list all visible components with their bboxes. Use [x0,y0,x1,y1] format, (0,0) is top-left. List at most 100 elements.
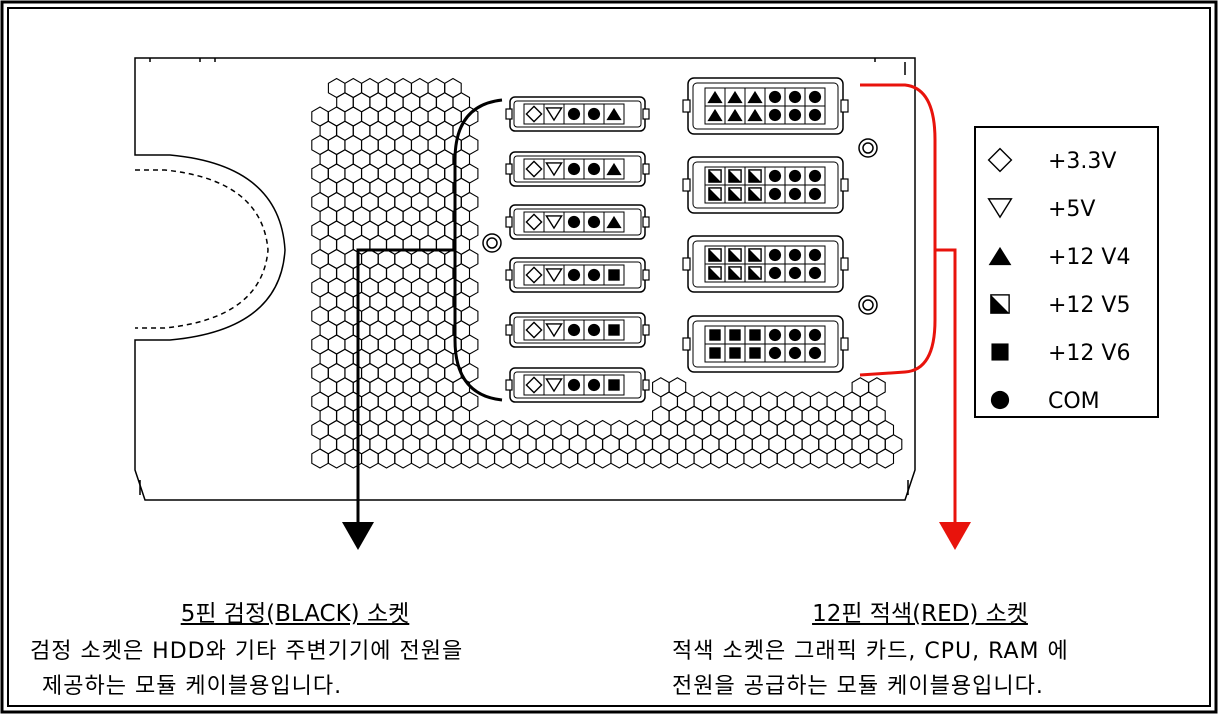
black-socket-desc-line1: 검정 소켓은 HDD와 기타 주변기기에 전원을 [30,639,464,664]
pin-square [608,269,620,281]
pin-circle [567,323,581,337]
pin-tri-down [545,268,563,283]
pin-square [749,329,761,341]
twelve-pin-sockets [682,77,849,373]
pin-circle [990,390,1010,410]
pin-half [748,266,762,280]
pin-diamond [987,147,1013,173]
pin-circle [808,169,822,183]
pin-half [728,248,742,262]
pin-half [748,187,762,201]
legend-label: +5V [1048,197,1095,222]
pin-diamond [525,160,543,178]
pin-circle [788,108,802,122]
circle-filled-icon [990,390,1010,410]
pin-circle [808,266,822,280]
pin-tri-up [747,108,763,122]
pin-circle [768,108,782,122]
legend-item: COM [990,389,1100,414]
five-pin-socket [505,204,650,240]
pin-half [708,169,722,183]
legend-item: +12 V4 [988,245,1130,270]
legend-item: +12 V6 [991,341,1130,366]
pin-square [709,347,721,359]
pin-half [708,266,722,280]
pin-half [708,248,722,262]
pin-diamond [525,266,543,284]
pin-circle [788,346,802,360]
pin-circle [567,107,581,121]
pin-circle [788,187,802,201]
mounting-hole [482,233,502,253]
pin-circle [768,266,782,280]
pin-tri-up [606,162,622,176]
pin-circle [587,378,601,392]
legend-label: +12 V4 [1048,245,1130,270]
twelve-pin-socket [682,156,849,214]
honeycomb-vent [311,77,903,469]
pin-square [729,329,741,341]
red-arrowhead [939,522,971,550]
legend-item: +12 V5 [990,293,1130,318]
pin-tri-up [606,215,622,229]
legend-label: +12 V6 [1048,341,1130,366]
black-arrowhead [342,522,374,550]
mounting-hole [858,295,878,315]
legend-label: +3.3V [1048,149,1116,174]
pin-circle [808,108,822,122]
five-pin-socket [505,257,650,293]
pin-circle [788,169,802,183]
pin-tri-down [545,215,563,230]
pin-half [728,266,742,280]
pin-circle [768,90,782,104]
legend-box [974,126,1159,418]
pin-tri-down [987,198,1013,219]
square-filled-icon [991,343,1009,361]
triangle-up-filled-icon [988,246,1012,266]
pin-half [728,187,742,201]
pin-circle [768,248,782,262]
pin-square [709,329,721,341]
legend: +3.3V +5V +12 V4 +12 V5 +12 V6 COM [974,126,1159,418]
pin-circle [788,248,802,262]
pin-half [708,187,722,201]
pin-circle [788,90,802,104]
pin-circle [808,90,822,104]
pin-half [748,248,762,262]
triangle-down-outline-icon [987,198,1013,219]
pin-tri-up [747,90,763,104]
red-socket-desc-line1: 적색 소켓은 그래픽 카드, CPU, RAM 에 [672,639,1069,664]
pin-tri-down [545,107,563,122]
pin-circle [808,328,822,342]
five-pin-socket [505,367,650,403]
black-group-pointer [356,98,503,525]
five-pin-sockets [505,96,650,403]
pin-half [748,169,762,183]
pin-half [728,169,742,183]
five-pin-socket [505,96,650,132]
pin-tri-up [707,90,723,104]
pin-circle [808,248,822,262]
pin-tri-down [545,378,563,393]
pin-circle [768,328,782,342]
inner-border [7,7,1211,707]
pin-circle [587,268,601,282]
pin-diamond [525,213,543,231]
pin-circle [567,378,581,392]
pin-circle [587,162,601,176]
pin-tri-up [606,107,622,121]
legend-item: +3.3V [987,147,1116,174]
pin-diamond [525,321,543,339]
pin-tri-up [727,108,743,122]
pin-circle [768,346,782,360]
pin-square [749,347,761,359]
red-group-pointer [859,83,957,525]
pin-circle [587,107,601,121]
pin-circle [567,162,581,176]
mounting-holes [482,138,878,315]
diamond-outline-icon [987,147,1013,173]
pin-circle [808,346,822,360]
mounting-hole [858,138,878,158]
twelve-pin-socket [682,77,849,135]
